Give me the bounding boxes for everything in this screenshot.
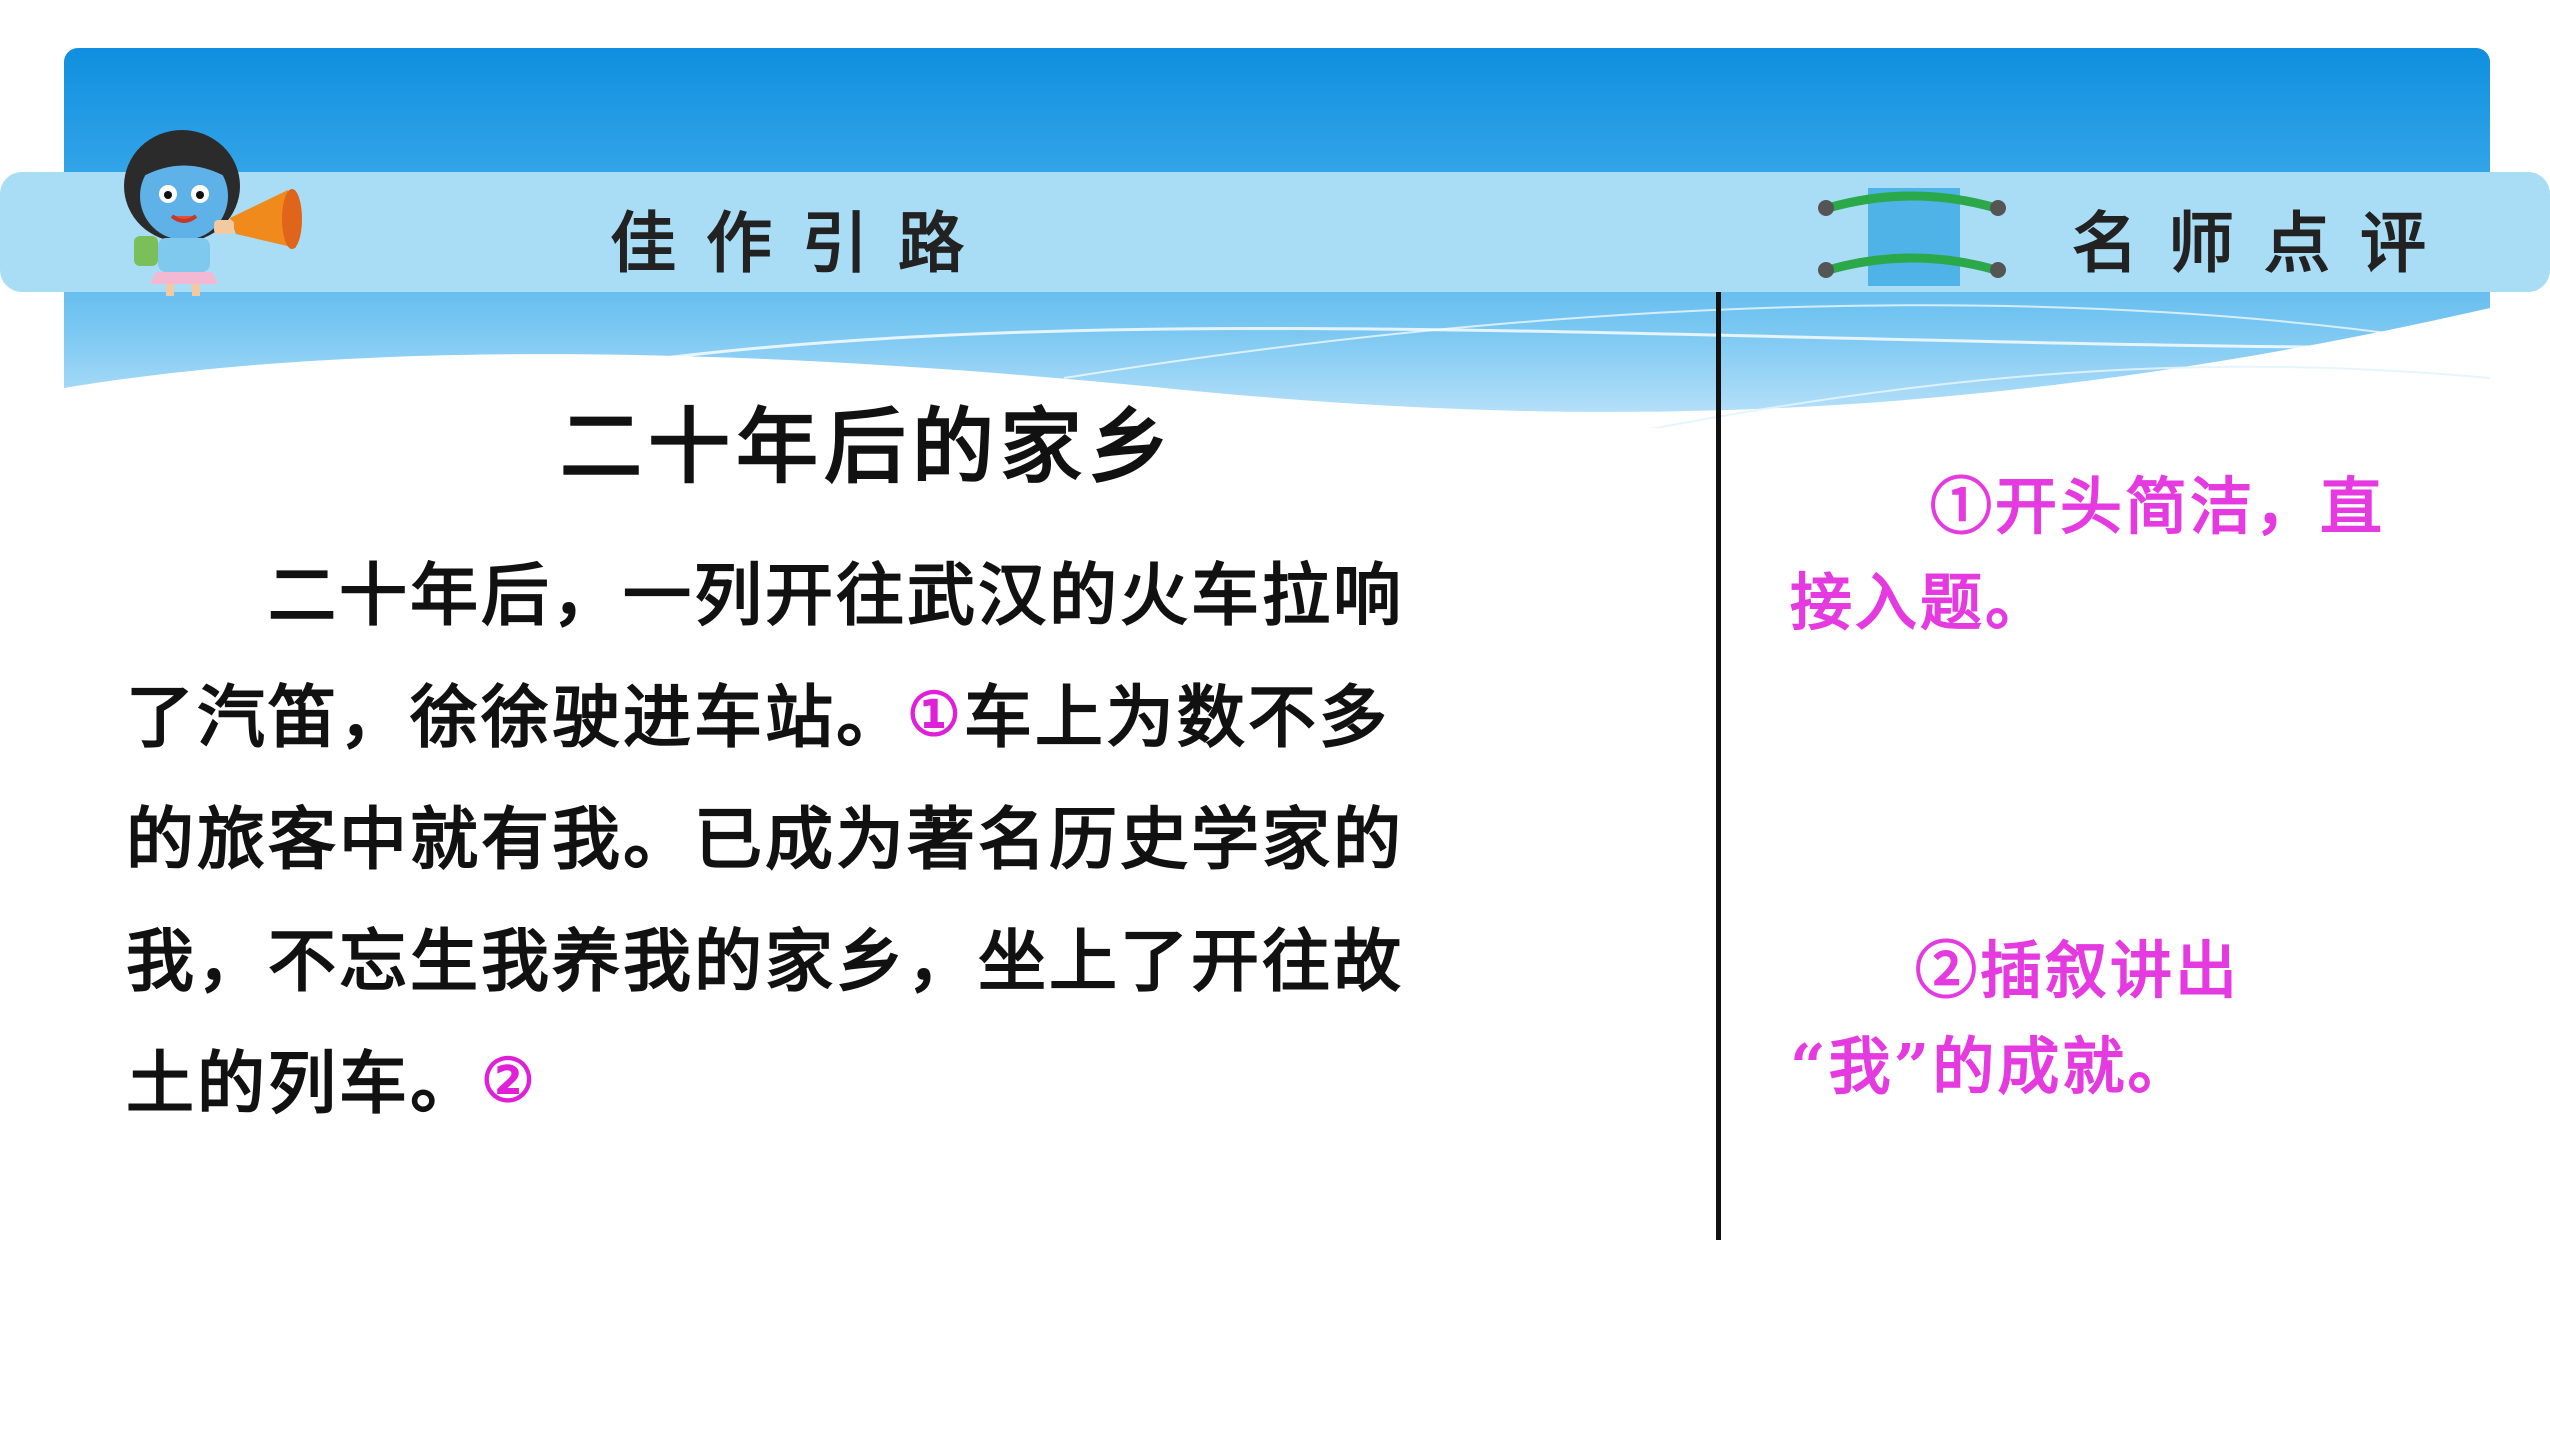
article-line-4: 我，不忘生我养我的家乡，坐上了开往故	[126, 922, 1405, 1002]
section-label-right: 名师点评	[2072, 205, 2456, 282]
comment-2-line-1: ②插叙讲出	[1915, 934, 2241, 1007]
girl-megaphone-icon	[124, 130, 302, 296]
article-line-1: 二十年后，一列开往武汉的火车拉响	[126, 556, 1405, 636]
annotation-marker-2: ②	[481, 1046, 538, 1116]
article-line-5: 土的列车。②	[126, 1044, 538, 1124]
comment-1-line-2: 接入题。	[1790, 566, 2051, 639]
section-title-bar	[0, 172, 2550, 292]
section-label-left: 佳作引路	[610, 205, 994, 282]
connector-icon	[1818, 188, 2006, 286]
article-line-2: 了汽笛，徐徐驶进车站。①车上为数不多	[126, 678, 1390, 758]
column-divider	[1716, 292, 1721, 1240]
wave-decoration	[64, 304, 2490, 428]
comment-2-line-2: “我”的成就。	[1790, 1030, 2193, 1103]
article-line-3: 的旅客中就有我。已成为著名历史学家的	[126, 800, 1405, 880]
article-title: 二十年后的家乡	[560, 399, 1177, 495]
comment-1-line-1: ①开头简洁，直	[1930, 470, 2386, 543]
annotation-marker-1: ①	[907, 680, 964, 750]
